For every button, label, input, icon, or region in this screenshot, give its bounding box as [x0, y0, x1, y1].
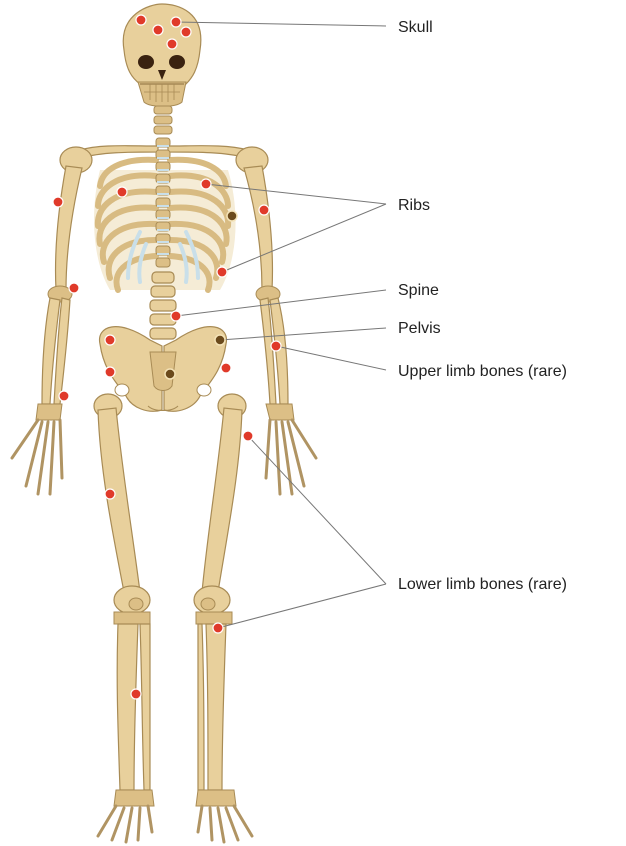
label-upper-limb: Upper limb bones (rare)	[398, 363, 567, 380]
marker-pelvis-5	[221, 363, 231, 373]
marker-arm-1	[53, 197, 63, 207]
labels: Skull Ribs Spine Pelvis Upper limb bones…	[398, 19, 567, 593]
label-skull: Skull	[398, 19, 433, 36]
marker-skull-2	[171, 17, 181, 27]
label-pelvis: Pelvis	[398, 320, 441, 337]
marker-ribs-3	[227, 211, 237, 221]
label-lower-limb: Lower limb bones (rare)	[398, 576, 567, 593]
marker-skull-3	[153, 25, 163, 35]
marker-ribs-4	[217, 267, 227, 277]
left-leg-bones	[94, 394, 154, 842]
right-arm-bones	[244, 166, 316, 494]
marker-skull-1	[136, 15, 146, 25]
marker-arm-2	[259, 205, 269, 215]
marker-pelvis-2	[215, 335, 225, 345]
marker-spine	[171, 311, 181, 321]
marker-pelvis-3	[105, 367, 115, 377]
marker-skull-5	[167, 39, 177, 49]
marker-arm-3	[69, 283, 79, 293]
marker-ribs-2	[201, 179, 211, 189]
marker-pelvis-1	[105, 335, 115, 345]
marker-leg-3	[213, 623, 223, 633]
marker-arm-4	[271, 341, 281, 351]
marker-leg-2	[105, 489, 115, 499]
lower-limb-leader-lower	[218, 584, 386, 628]
marker-ribs-1	[117, 187, 127, 197]
marker-arm-5	[59, 391, 69, 401]
right-leg-bones	[194, 394, 252, 842]
marker-leg-4	[131, 689, 141, 699]
upper-limb-leader	[276, 346, 386, 370]
marker-skull-4	[181, 27, 191, 37]
ribs-leader-lower	[222, 204, 386, 272]
skull-bone	[123, 4, 201, 107]
pelvis-leader	[220, 328, 386, 340]
skull-leader	[176, 22, 386, 26]
skeleton-illustration	[12, 4, 316, 842]
label-ribs: Ribs	[398, 197, 430, 214]
cervical-vertebrae	[154, 106, 172, 134]
marker-pelvis-4	[165, 369, 175, 379]
marker-leg-1	[243, 431, 253, 441]
left-arm-bones	[12, 166, 82, 494]
label-spine: Spine	[398, 282, 439, 299]
